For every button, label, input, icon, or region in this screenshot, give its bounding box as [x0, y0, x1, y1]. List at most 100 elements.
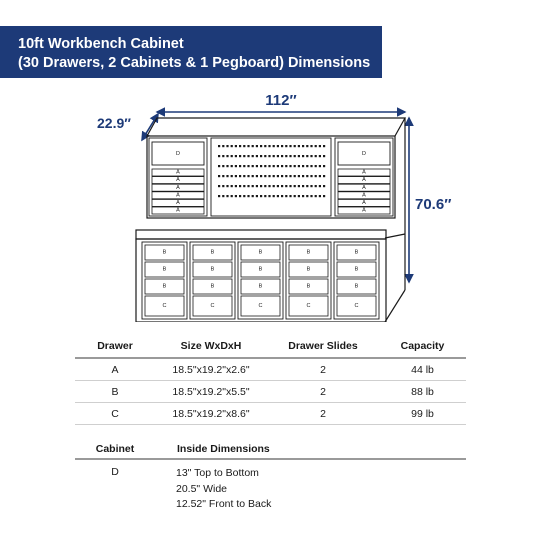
pegboard-hole — [218, 155, 221, 158]
drawer-c — [192, 295, 233, 317]
pegboard-hole — [251, 145, 254, 148]
upper-drawer — [151, 191, 205, 200]
pegboard-hole — [285, 175, 288, 178]
cabinet-width: 20.5" Wide — [176, 482, 228, 495]
pegboard-hole — [222, 195, 225, 198]
pegboard-hole — [234, 195, 237, 198]
pegboard-hole — [234, 165, 237, 168]
drawer-id: C — [111, 407, 119, 420]
pegboard-hole — [323, 165, 326, 168]
pegboard-hole — [285, 155, 288, 158]
pegboard-hole — [306, 165, 309, 168]
drawer-b-letter: B — [307, 284, 311, 290]
pegboard-hole — [293, 145, 296, 148]
drawer-slides: 2 — [320, 407, 326, 420]
pegboard-hole — [243, 165, 246, 168]
drawer-b — [192, 244, 233, 261]
header-inside-dimensions: Inside Dimensions — [177, 443, 270, 455]
upper-drawer — [151, 176, 205, 184]
left-upper-cabinet — [151, 141, 205, 166]
drawer-c — [288, 295, 329, 317]
pegboard-hole — [260, 165, 263, 168]
pegboard-hole — [243, 195, 246, 198]
pegboard-hole — [234, 145, 237, 148]
right-upper-cabinet — [337, 141, 391, 166]
drawer-b — [336, 244, 377, 261]
drawer-b-letter: B — [211, 267, 215, 273]
drawer-b-letter: B — [355, 284, 359, 290]
pegboard-hole — [323, 195, 326, 198]
pegboard-hole — [289, 185, 292, 188]
pegboard-hole — [264, 165, 267, 168]
pegboard-hole — [276, 155, 279, 158]
pegboard-hole — [268, 165, 271, 168]
right-upper-cabinet-letter: D — [362, 151, 366, 157]
pegboard-hole — [314, 185, 317, 188]
pegboard-hole — [293, 185, 296, 188]
drawer-c-letter: C — [211, 303, 215, 309]
pegboard-hole — [222, 165, 225, 168]
pegboard-hole — [314, 175, 317, 178]
hutch-frame — [146, 135, 396, 219]
table-row: A 18.5"x19.2"x2.6" 2 44 lb — [75, 359, 466, 381]
pegboard-hole — [289, 195, 292, 198]
drawer-b — [144, 261, 185, 278]
upper-drawer — [337, 199, 391, 207]
pegboard-hole — [239, 185, 242, 188]
pegboard-hole — [268, 195, 271, 198]
pegboard-hole — [281, 185, 284, 188]
pegboard-hole — [276, 175, 279, 178]
drawer-specs-table: Drawer Size WxDxH Drawer Slides Capacity… — [75, 335, 466, 425]
drawer-capacity: 88 lb — [411, 385, 434, 398]
pegboard-hole — [285, 195, 288, 198]
pegboard-hole — [255, 145, 258, 148]
pegboard-hole — [226, 165, 229, 168]
cabinet-depth: 12.52" Front to Back — [176, 498, 272, 510]
pegboard-hole — [251, 175, 254, 178]
pegboard-hole — [297, 195, 300, 198]
pegboard-hole — [306, 145, 309, 148]
pegboard-hole — [281, 165, 284, 168]
pegboard-hole — [230, 195, 233, 198]
pegboard-hole — [310, 165, 313, 168]
pegboard-hole — [247, 165, 250, 168]
pegboard-hole — [239, 145, 242, 148]
drawer-b-letter: B — [259, 267, 263, 273]
hutch-top-edge — [146, 117, 407, 137]
pegboard-hole — [306, 155, 309, 158]
pegboard-hole — [276, 145, 279, 148]
pegboard-hole — [255, 175, 258, 178]
pegboard-hole — [264, 185, 267, 188]
pegboard-hole — [272, 185, 275, 188]
depth-label: 22.9″ — [97, 115, 131, 131]
pegboard-hole — [293, 155, 296, 158]
drawer-capacity: 44 lb — [411, 363, 434, 376]
upper-drawer-letter: A — [176, 200, 180, 206]
pegboard-hole — [230, 175, 233, 178]
drawer-b — [144, 244, 185, 261]
pegboard-hole — [302, 185, 305, 188]
base-column — [285, 241, 332, 320]
drawer-size: 18.5"x19.2"x2.6" — [172, 363, 250, 376]
width-label: 112″ — [265, 92, 296, 109]
drawer-c-letter: C — [163, 303, 167, 309]
pegboard-hole — [281, 155, 284, 158]
pegboard-hole — [289, 175, 292, 178]
pegboard-hole — [222, 145, 225, 148]
pegboard-hole — [226, 185, 229, 188]
pegboard-hole — [260, 145, 263, 148]
pegboard-hole — [272, 175, 275, 178]
pegboard-hole — [306, 175, 309, 178]
drawer-id: A — [111, 363, 119, 376]
pegboard-hole — [302, 175, 305, 178]
pegboard-hole — [226, 175, 229, 178]
pegboard-hole — [247, 185, 250, 188]
drawer-b-letter: B — [307, 250, 311, 256]
pegboard-hole — [226, 155, 229, 158]
cabinet-row: D 13" Top to Bottom 20.5" Wide 12.52" Fr… — [75, 460, 466, 513]
upper-drawer — [151, 199, 205, 207]
drawer-b — [336, 278, 377, 295]
pegboard-hole — [230, 155, 233, 158]
pegboard-hole — [218, 145, 221, 148]
pegboard-hole — [314, 165, 317, 168]
